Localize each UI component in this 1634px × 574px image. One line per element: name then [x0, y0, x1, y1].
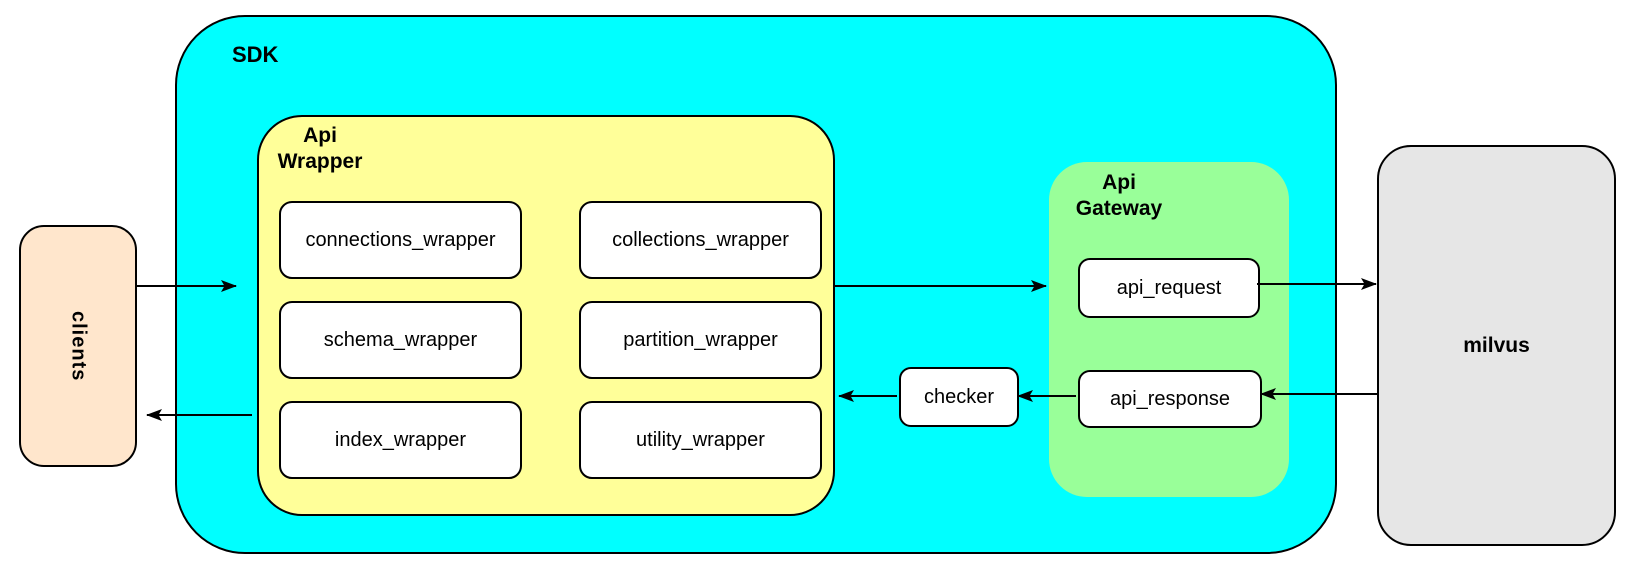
node-milvus: milvus [1377, 145, 1616, 546]
milvus-label: milvus [1463, 333, 1530, 357]
collections-wrapper-label: collections_wrapper [612, 228, 789, 251]
index-wrapper-label: index_wrapper [334, 428, 467, 451]
clients-label: clients [67, 310, 90, 382]
node-index-wrapper: index_wrapper [279, 401, 522, 479]
node-checker: checker [899, 367, 1019, 427]
checker-label: checker [923, 385, 995, 408]
api-request-label: api_request [1116, 276, 1222, 299]
node-sdk: SDK Api Wrapper connections_wrapper coll… [175, 15, 1337, 554]
api-response-label: api_response [1109, 387, 1231, 410]
node-partition-wrapper: partition_wrapper [579, 301, 822, 379]
node-utility-wrapper: utility_wrapper [579, 401, 822, 479]
node-collections-wrapper: collections_wrapper [579, 201, 822, 279]
api-wrapper-label: Api Wrapper [277, 124, 363, 174]
node-api-wrapper: Api Wrapper connections_wrapper collecti… [257, 115, 835, 516]
partition-wrapper-label: partition_wrapper [623, 328, 778, 351]
sdk-label: SDK [232, 42, 279, 67]
node-api-gateway: Api Gateway api_request api_response [1049, 162, 1289, 497]
schema-wrapper-label: schema_wrapper [323, 328, 478, 351]
node-schema-wrapper: schema_wrapper [279, 301, 522, 379]
connections-wrapper-label: connections_wrapper [305, 228, 496, 251]
api-gateway-label: Api Gateway [1075, 171, 1163, 221]
utility-wrapper-label: utility_wrapper [636, 428, 765, 451]
node-connections-wrapper: connections_wrapper [279, 201, 522, 279]
node-clients: clients [19, 225, 137, 467]
node-api-response: api_response [1078, 370, 1262, 428]
node-api-request: api_request [1078, 258, 1260, 318]
